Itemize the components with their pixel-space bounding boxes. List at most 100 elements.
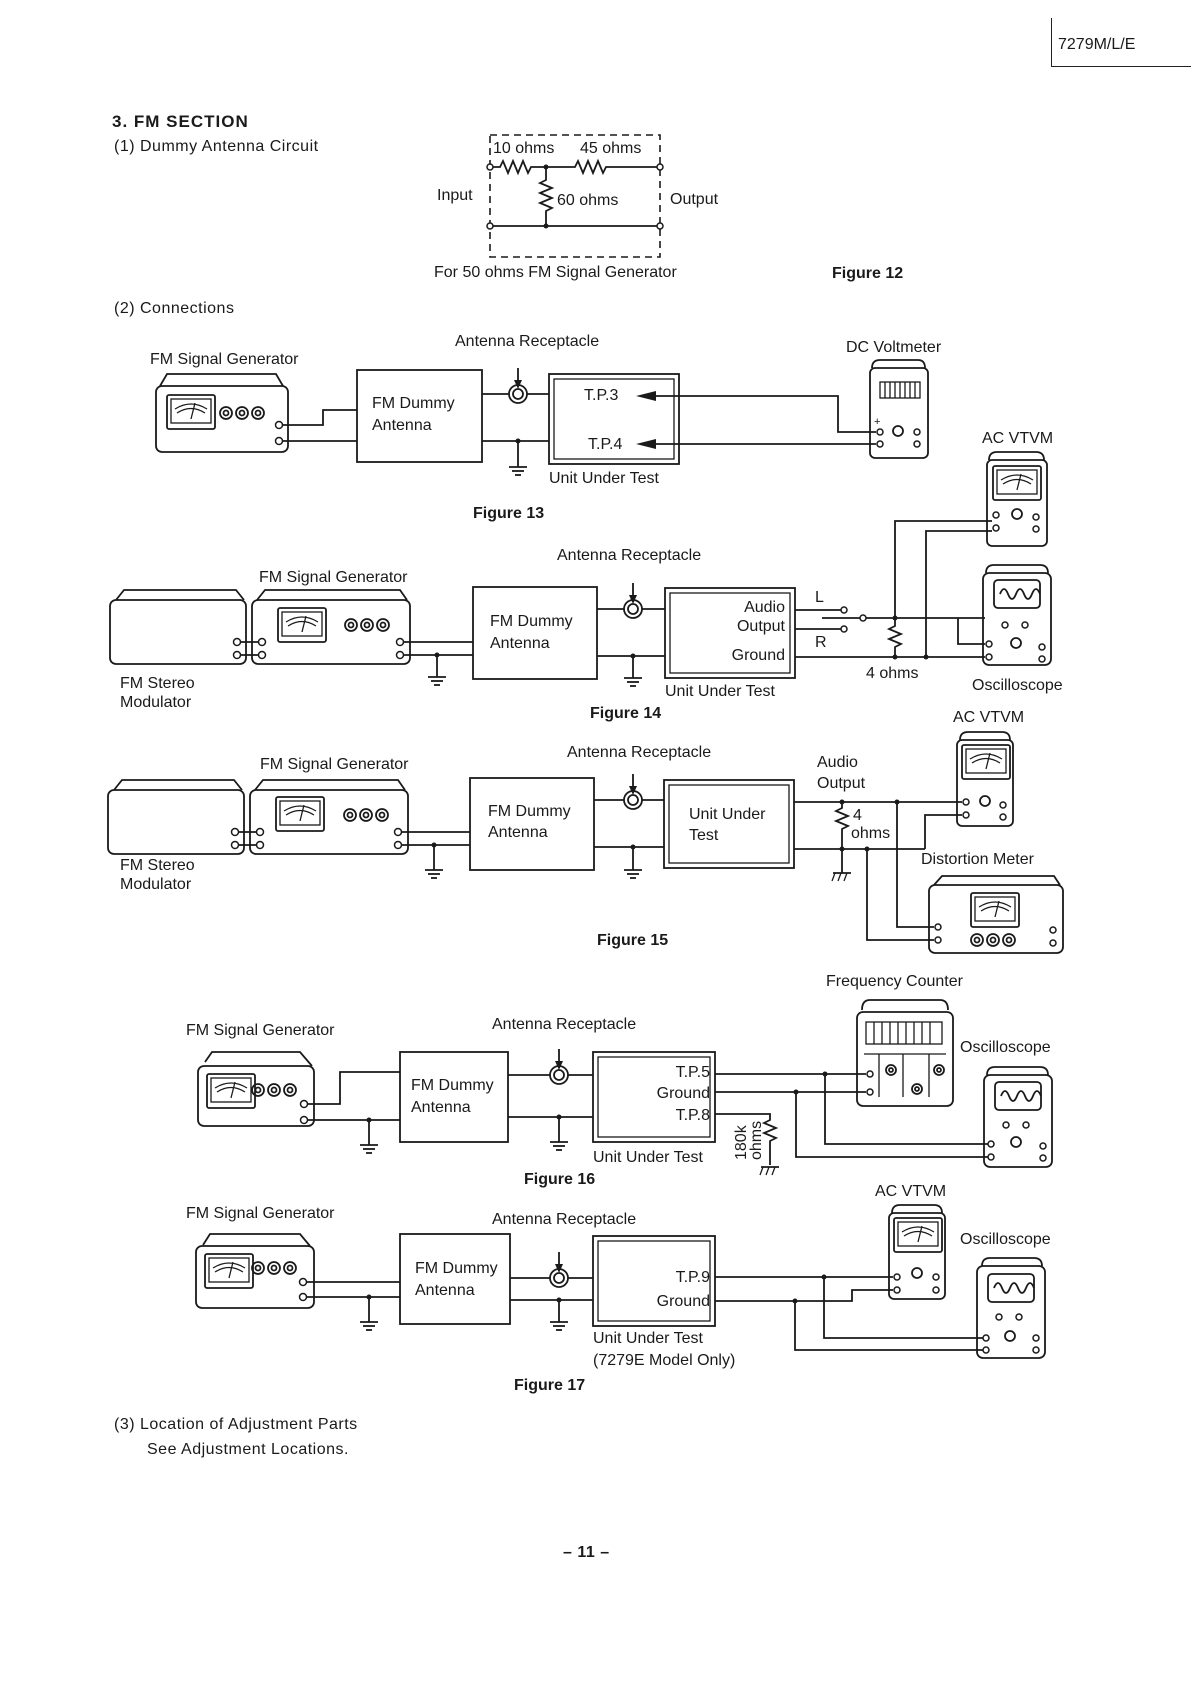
unit-under-test-label: Unit Under Test — [665, 683, 776, 700]
fm-stereo-modulator-label: FM Stereo — [120, 675, 195, 692]
ac-vtvm-icon — [986, 451, 1048, 547]
unit-under-test-box — [592, 1235, 716, 1327]
fm-signal-generator-label: FM Signal Generator — [260, 756, 409, 773]
figure-12-caption: Figure 12 — [832, 265, 903, 282]
tp4-label: T.P.4 — [588, 436, 623, 453]
load-label: 4 — [853, 807, 862, 824]
subsection-connections: (2) Connections — [114, 300, 235, 317]
fm-signal-generator-label: FM Signal Generator — [150, 351, 299, 368]
unit-under-test-label: Unit Under Test — [593, 1149, 704, 1166]
unit-under-test-label: Unit Under Test — [549, 470, 660, 487]
figure-17: FM Signal Generator FM Dummy Antenna Ant… — [186, 1183, 1051, 1394]
antenna-receptacle-label: Antenna Receptacle — [557, 547, 701, 564]
dc-voltmeter-icon: + — [869, 359, 929, 459]
adjustment-note: See Adjustment Locations. — [147, 1441, 349, 1458]
ground-label: Ground — [657, 1293, 710, 1310]
antenna-receptacle-label: Antenna Receptacle — [567, 744, 711, 761]
unit-under-test-box — [664, 587, 796, 679]
frequency-counter-label: Frequency Counter — [826, 973, 964, 990]
oscilloscope-label: Oscilloscope — [972, 677, 1063, 694]
figure-16-caption: Figure 16 — [524, 1171, 595, 1188]
unit-under-test-box — [548, 373, 680, 465]
ground-label: Ground — [657, 1085, 710, 1102]
fm-signal-generator-icon — [251, 589, 411, 665]
resistor-60-ohms-label: 60 ohms — [557, 192, 618, 209]
figure-15: AC VTVM FM Stereo Modulator FM Signal Ge… — [107, 709, 1064, 954]
section-title: 3. FM SECTION — [112, 112, 249, 131]
dummy-antenna-note: For 50 ohms FM Signal Generator — [434, 264, 677, 281]
figure-14: AC VTVM FM Stereo Modulator FM Signal Ge… — [109, 430, 1063, 722]
audio-output-label-2: Output — [737, 618, 786, 635]
fm-dummy-antenna-label-2: Antenna — [415, 1282, 475, 1299]
figure-12-dummy-antenna-circuit: 10 ohms 45 ohms 60 ohms Input Output For… — [434, 134, 903, 282]
resistor-180k-label-2: ohms — [748, 1121, 765, 1160]
fm-dummy-antenna-label: FM Dummy — [415, 1260, 498, 1277]
tp9-label: T.P.9 — [676, 1269, 711, 1286]
resistor-180k-label: 180k — [733, 1124, 750, 1160]
fm-dummy-antenna-label-2: Antenna — [411, 1099, 471, 1116]
load-label-2: ohms — [851, 825, 890, 842]
page-number: – 11 – — [563, 1544, 610, 1561]
subsection-dummy-antenna: (1) Dummy Antenna Circuit — [114, 138, 319, 155]
right-channel-label: R — [815, 634, 827, 651]
fm-stereo-modulator-icon — [107, 779, 245, 855]
fm-dummy-antenna-box — [356, 369, 483, 463]
figure-14-caption: Figure 14 — [590, 705, 661, 722]
figure-13: FM Signal Generator FM Dummy Antenna Ant… — [150, 333, 942, 522]
tp5-label: T.P.5 — [676, 1064, 711, 1081]
fm-dummy-antenna-label-2: Antenna — [490, 635, 550, 652]
unit-under-test-label-2: Test — [689, 827, 719, 844]
ac-vtvm-label: AC VTVM — [982, 430, 1053, 447]
resistor-45-ohms-label: 45 ohms — [580, 140, 641, 157]
audio-output-label-2: Output — [817, 775, 866, 792]
oscilloscope-icon — [976, 1257, 1046, 1359]
unit-under-test-label: Unit Under — [689, 806, 766, 823]
oscilloscope-label: Oscilloscope — [960, 1039, 1051, 1056]
load-label: 4 ohms — [866, 665, 918, 682]
oscilloscope-icon — [983, 1066, 1053, 1168]
audio-output-label: Audio — [817, 754, 858, 771]
distortion-meter-icon — [928, 875, 1064, 954]
fm-signal-generator-icon — [155, 373, 289, 453]
ac-vtvm-label: AC VTVM — [875, 1183, 946, 1200]
antenna-receptacle-label: Antenna Receptacle — [492, 1211, 636, 1228]
distortion-meter-label: Distortion Meter — [921, 851, 1035, 868]
fm-signal-generator-icon — [197, 1051, 315, 1127]
svg-text:+: + — [874, 416, 880, 428]
left-channel-label: L — [815, 589, 824, 606]
resistor-10-ohms-label: 10 ohms — [493, 140, 554, 157]
unit-under-test-box — [592, 1051, 716, 1143]
fm-stereo-modulator-icon — [109, 589, 247, 665]
fm-dummy-antenna-label: FM Dummy — [411, 1077, 494, 1094]
figure-16: FM Signal Generator FM Dummy Antenna Ant… — [186, 973, 1053, 1188]
fm-dummy-antenna-label: FM Dummy — [490, 613, 573, 630]
oscilloscope-label: Oscilloscope — [960, 1231, 1051, 1248]
fm-stereo-modulator-label: FM Stereo — [120, 857, 195, 874]
antenna-receptacle-label: Antenna Receptacle — [492, 1016, 636, 1033]
fm-stereo-modulator-label-2: Modulator — [120, 694, 192, 711]
model-only-note: (7279E Model Only) — [593, 1352, 735, 1369]
subsection-adjustment-parts: (3) Location of Adjustment Parts — [114, 1416, 358, 1433]
fm-dummy-antenna-label-2: Antenna — [488, 824, 548, 841]
fm-signal-generator-label: FM Signal Generator — [259, 569, 408, 586]
fm-dummy-antenna-box — [469, 777, 595, 871]
antenna-receptacle-label: Antenna Receptacle — [455, 333, 599, 350]
fm-signal-generator-icon — [249, 779, 409, 855]
figure-17-caption: Figure 17 — [514, 1377, 585, 1394]
unit-under-test-label: Unit Under Test — [593, 1330, 704, 1347]
unit-under-test-box — [663, 779, 795, 869]
ac-vtvm-icon — [956, 731, 1014, 827]
input-label: Input — [437, 187, 473, 204]
fm-dummy-antenna-box — [472, 586, 598, 680]
ground-label: Ground — [732, 647, 785, 664]
load-resistor-4-ohms — [833, 802, 851, 849]
fm-dummy-antenna-label: FM Dummy — [372, 395, 455, 412]
ac-vtvm-icon — [888, 1204, 946, 1300]
dc-voltmeter-label: DC Voltmeter — [846, 339, 942, 356]
fm-signal-generator-label: FM Signal Generator — [186, 1022, 335, 1039]
fm-dummy-antenna-label-2: Antenna — [372, 417, 432, 434]
tp8-label: T.P.8 — [676, 1107, 711, 1124]
model-tag: 7279M/L/E — [1051, 18, 1191, 67]
figure-15-caption: Figure 15 — [597, 932, 668, 949]
